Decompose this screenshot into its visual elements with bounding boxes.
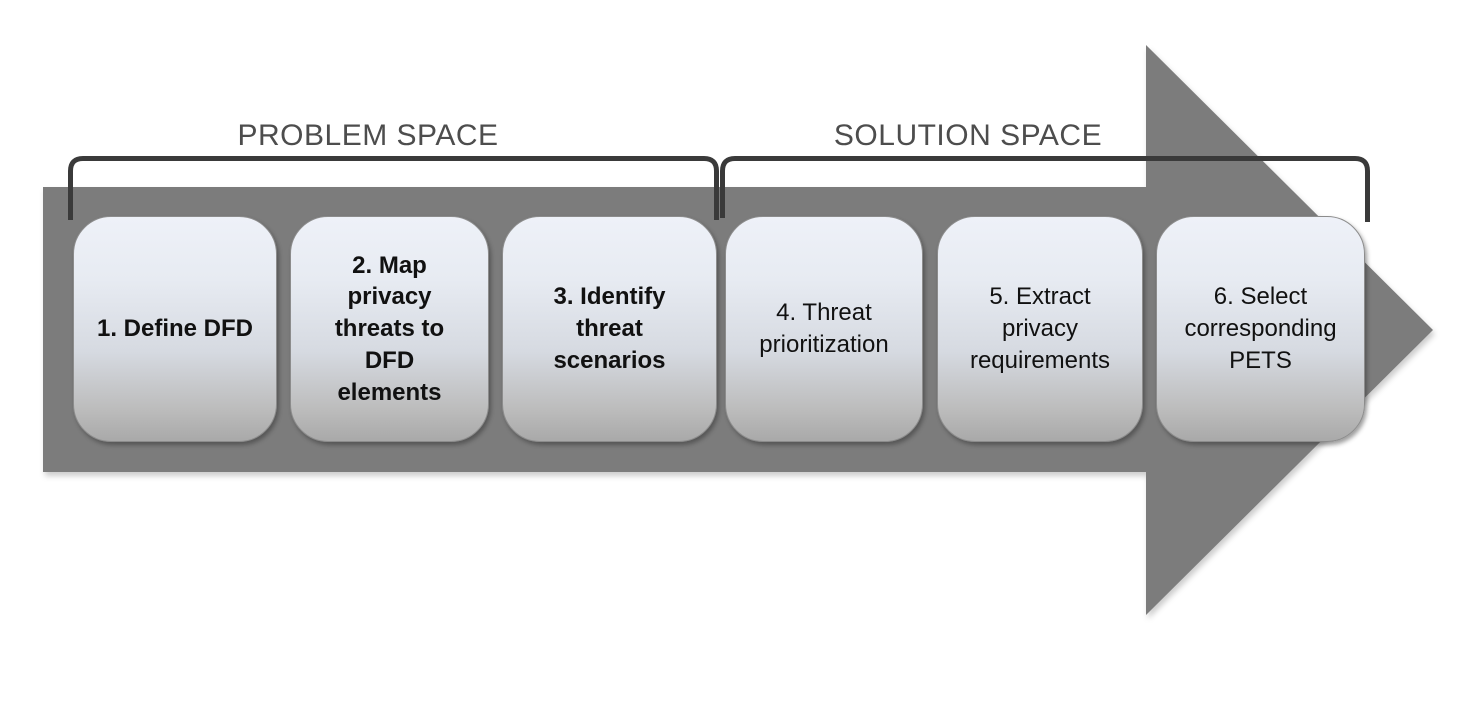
step-5-label: 5. Extract privacy requirements: [969, 283, 1111, 374]
step-1-label: 1. Define DFD: [96, 315, 254, 343]
problem-space-label: PROBLEM SPACE: [237, 119, 499, 152]
step-4-label: 4. Threat prioritization: [759, 299, 889, 358]
step-6-select-corresponding-pets: 6. Select corresponding PETS: [1156, 216, 1365, 442]
step-1-define-dfd: 1. Define DFD: [73, 216, 277, 442]
step-3-label: 3. Identify threat scenarios: [553, 283, 666, 374]
step-3-identify-threat-scenarios: 3. Identify threat scenarios: [502, 216, 717, 442]
solution-space-bracket: [720, 156, 1370, 222]
step-2-map-privacy-threats: 2. Map privacy threats to DFD elements: [290, 216, 489, 442]
step-6-label: 6. Select corresponding PETS: [1184, 283, 1337, 374]
step-5-extract-privacy-requirements: 5. Extract privacy requirements: [937, 216, 1143, 442]
problem-space-bracket: [68, 156, 719, 220]
solution-space-label: SOLUTION SPACE: [833, 119, 1103, 152]
step-4-threat-prioritization: 4. Threat prioritization: [725, 216, 923, 442]
step-2-label: 2. Map privacy threats to DFD elements: [334, 251, 445, 406]
